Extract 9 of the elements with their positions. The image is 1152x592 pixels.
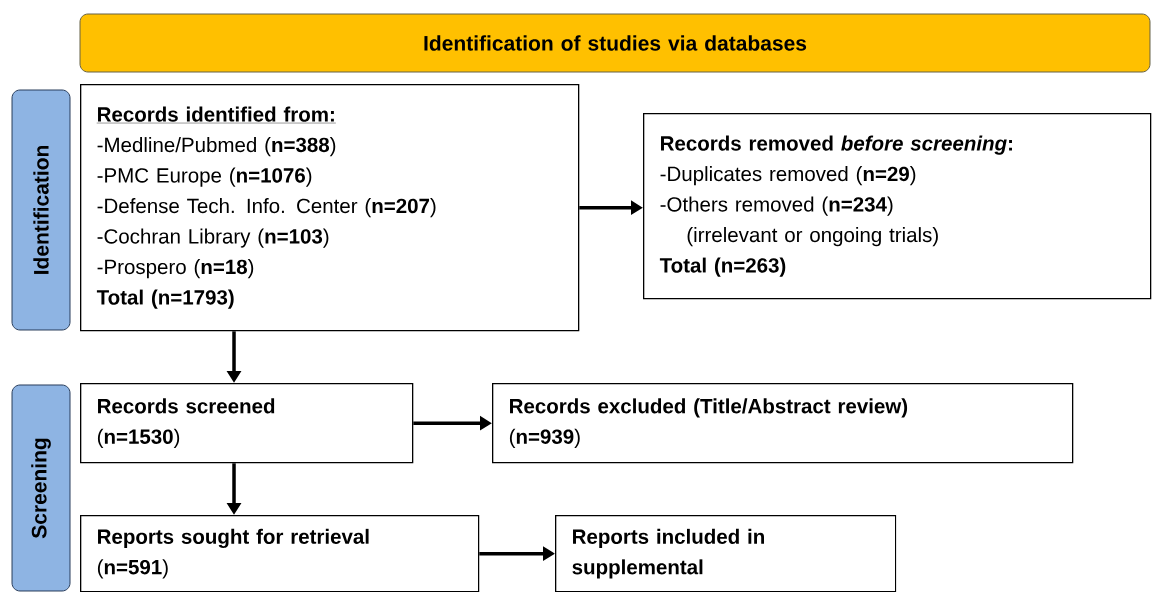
title-banner: Identification of studies via databases [79,13,1151,73]
process-box: Records identified from: -Medline/Pubmed (n=388) -PMC Europe (n=1076) -Defense Tech. Info. Center (n=207) -Cochran Library (n=103) -Prospero (n=18) Total (n=1793) [80,84,580,332]
process-box: Records excluded (Title/Abstract review) (n=939) [492,383,1074,464]
process-box: Reports sought for retrieval (n=591) [80,515,480,592]
phase-label: Screening [11,384,71,592]
process-box: Reports included in supplemental [555,515,897,592]
process-box: Records screened (n=1530) [80,383,414,464]
process-box: Records removed before screening: -Duplicates removed (n=29) -Others removed (n=234) (irrelevant or ongoing trials) Total (n=263) [643,113,1152,300]
phase-label: Identification [11,89,71,331]
